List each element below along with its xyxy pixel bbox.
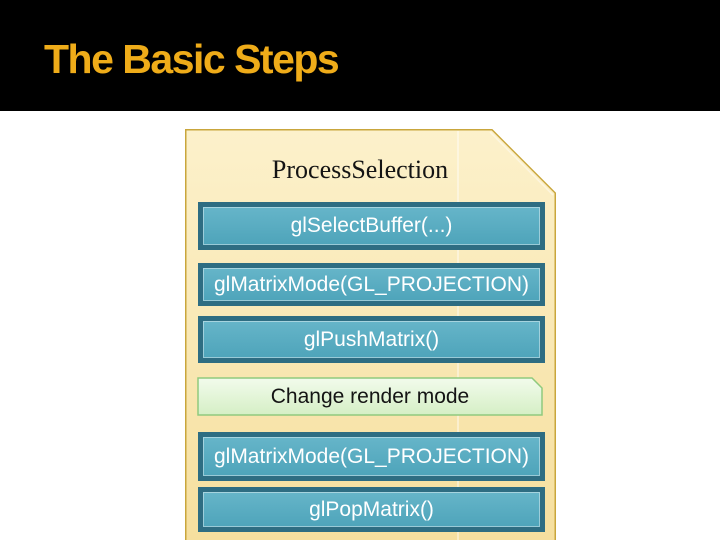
step-box-glpopmatrix: glPopMatrix() [198, 487, 545, 532]
step-box-glpushmatrix: glPushMatrix() [198, 316, 545, 363]
step-label: glPushMatrix() [303, 327, 440, 351]
process-selection-label: ProcessSelection [271, 155, 449, 184]
step-box-glmatrixmode-2: glMatrixMode(GL_PROJECTION) [198, 432, 545, 481]
step-label: glMatrixMode(GL_PROJECTION) [213, 444, 530, 468]
step-box-glmatrixmode-1: glMatrixMode(GL_PROJECTION) [198, 263, 545, 306]
slide-title: The Basic Steps [44, 36, 340, 82]
title-bar [0, 0, 720, 111]
step-label: glSelectBuffer(...) [290, 214, 453, 237]
step-label: Change render mode [270, 384, 470, 408]
fold-inner-edge [489, 131, 554, 196]
step-box-change-render-mode: Change render mode [197, 377, 543, 416]
step-box-glselectbuffer: glSelectBuffer(...) [198, 202, 545, 250]
step-label: glPopMatrix() [309, 497, 434, 521]
action-box-shape [197, 377, 543, 416]
folded-corner-action-box [197, 377, 543, 416]
step-label: glMatrixMode(GL_PROJECTION) [213, 272, 530, 296]
